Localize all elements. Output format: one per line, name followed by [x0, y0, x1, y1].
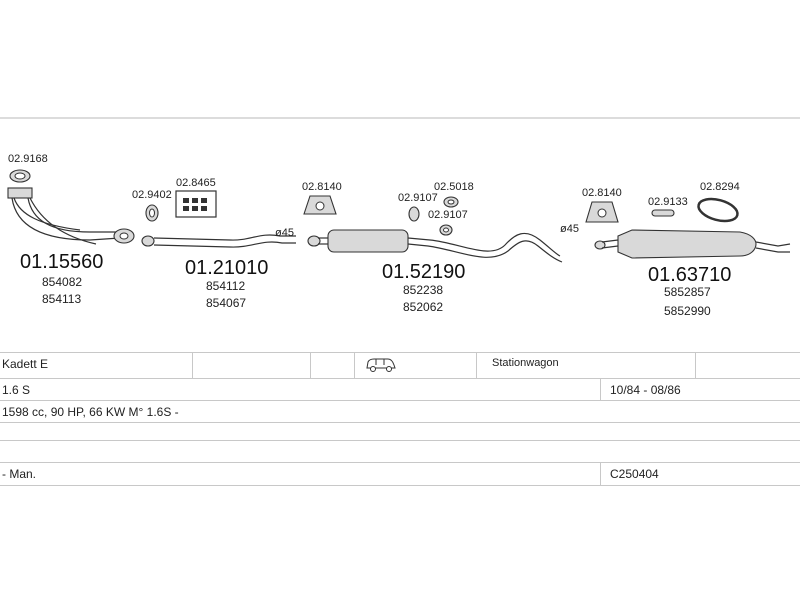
column-divider	[600, 463, 601, 485]
vehicle-years: 10/84 - 08/86	[610, 383, 681, 397]
column-divider	[600, 379, 601, 401]
middle-silencer-clamp-c-number: 02.9107	[428, 209, 468, 221]
front-pipe-ref-1: 854082	[42, 275, 82, 289]
clamp-icon	[9, 169, 31, 183]
clamp-icon	[651, 209, 675, 217]
gasket-icon	[145, 204, 159, 222]
front-pipe-group[interactable]: 02.9168 01.15560 854082 854113	[7, 153, 135, 306]
rear-silencer-shape	[594, 229, 791, 259]
middle-silencer-ref-1: 852238	[403, 283, 443, 297]
rear-silencer-group[interactable]: 02.8140 02.9133 02.8294 ø45 01.63710 585…	[560, 181, 791, 318]
middle-pipe-gasket-number: 02.9402	[132, 189, 172, 201]
middle-pipe-ref-1: 854112	[206, 279, 245, 293]
info-row-blank-1	[0, 422, 800, 441]
middle-silencer-hanger-number: 02.8140	[302, 181, 342, 193]
vehicle-body-type: Stationwagon	[492, 357, 559, 369]
rubber-hanger-icon	[303, 195, 337, 215]
info-row-model: Kadett E Stationwagon	[0, 352, 800, 379]
front-pipe-part-number: 01.15560	[20, 251, 103, 273]
clamp-icon	[408, 196, 459, 236]
info-row-details: 1598 cc, 90 HP, 66 KW M° 1.6S -	[0, 400, 800, 423]
middle-silencer-clamp-b-number: 02.5018	[434, 181, 474, 193]
info-row-transmission: - Man. C250404	[0, 462, 800, 486]
middle-pipe-shape	[141, 234, 296, 248]
rear-silencer-clamp-number: 02.9133	[648, 196, 688, 208]
middle-silencer-ref-2: 852062	[403, 300, 443, 314]
vehicle-transmission: - Man.	[2, 467, 37, 481]
rear-silencer-ref-1: 5852857	[664, 285, 711, 299]
rear-silencer-gasket-number: 02.8294	[700, 181, 740, 193]
rear-silencer-diameter: ø45	[560, 223, 579, 235]
rear-silencer-ref-2: 5852990	[664, 304, 711, 318]
middle-silencer-shape	[307, 229, 563, 263]
vehicle-model: Kadett E	[2, 357, 49, 371]
middle-pipe-part-number: 01.21010	[185, 257, 268, 279]
column-divider	[310, 353, 311, 379]
middle-silencer-part-number: 01.52190	[382, 261, 465, 283]
middle-silencer-clamp-a-number: 02.9107	[398, 192, 438, 204]
rubber-hanger-icon	[585, 201, 619, 223]
vehicle-details: 1598 cc, 90 HP, 66 KW M° 1.6S -	[2, 405, 179, 419]
column-divider	[695, 353, 696, 379]
front-pipe-shape	[7, 187, 135, 245]
vehicle-engine: 1.6 S	[2, 383, 31, 397]
column-divider	[192, 353, 193, 379]
middle-pipe-mount-number: 02.8465	[176, 177, 216, 189]
gasket-icon	[697, 197, 739, 223]
info-row-engine: 1.6 S 10/84 - 08/86	[0, 378, 800, 401]
info-row-blank-2	[0, 440, 800, 463]
column-divider	[354, 353, 355, 379]
middle-pipe-diameter: ø45	[275, 227, 294, 239]
front-pipe-clamp-number: 02.9168	[8, 153, 48, 165]
column-divider	[476, 353, 477, 379]
middle-silencer-group[interactable]: 02.8140 02.9107 02.5018 02.9107 01.52190…	[302, 181, 563, 314]
van-icon	[366, 357, 396, 383]
front-pipe-ref-2: 854113	[42, 292, 81, 306]
vehicle-code: C250404	[610, 467, 659, 481]
middle-pipe-group[interactable]: 02.9402 02.8465 ø45 01.21010 854112 8540…	[132, 177, 296, 310]
rear-silencer-part-number: 01.63710	[648, 264, 731, 286]
middle-pipe-ref-2: 854067	[206, 296, 246, 310]
rear-silencer-hanger-number: 02.8140	[582, 187, 622, 199]
mounting-kit-icon	[175, 190, 217, 218]
